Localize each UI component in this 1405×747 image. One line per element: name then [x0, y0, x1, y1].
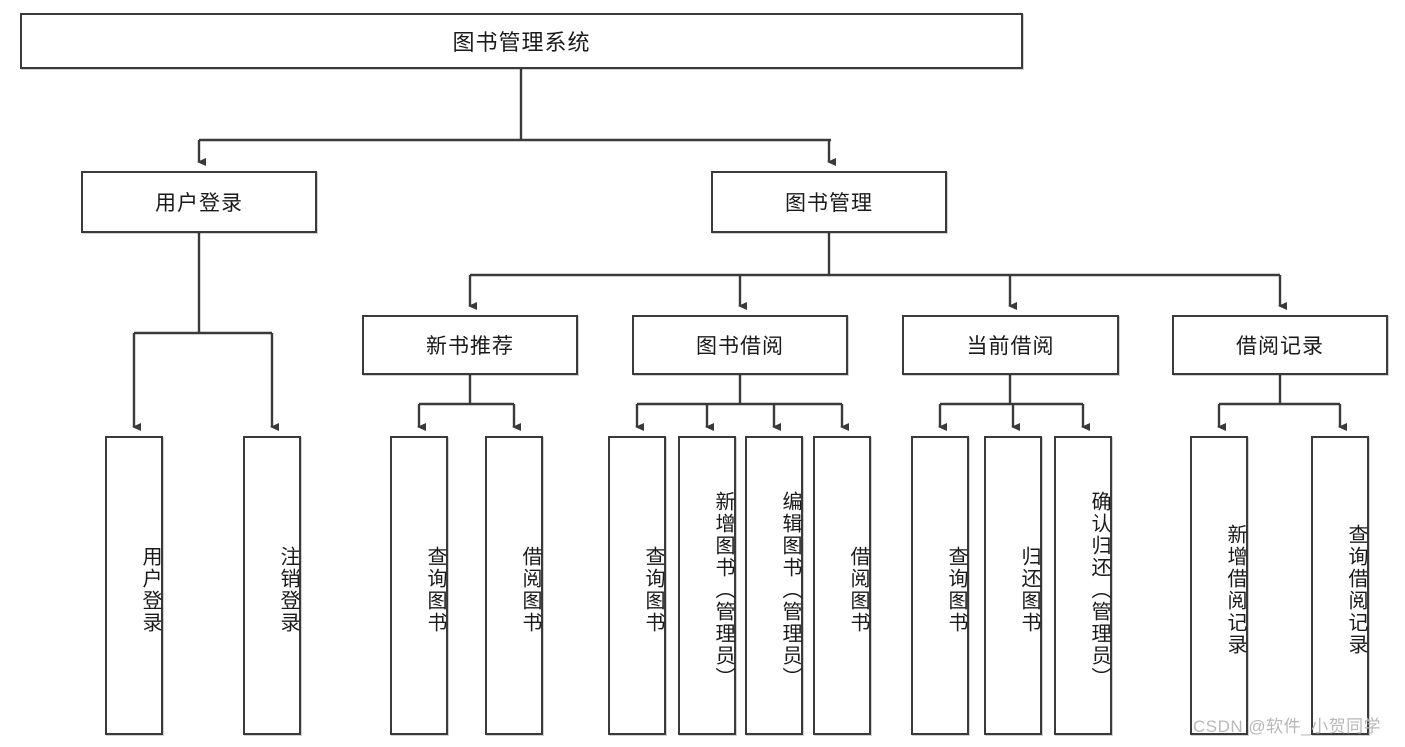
leaf-confirm-return[interactable]: 确认归还（管理员） — [1054, 436, 1112, 735]
node-label: 用户登录 — [155, 192, 243, 215]
leaf-query-book-3[interactable]: 查询图书 — [911, 436, 969, 735]
node-label: 查询借阅记录 — [1345, 523, 1367, 656]
leaf-logout[interactable]: 注销登录 — [243, 436, 301, 735]
node-label: 图书管理 — [785, 192, 873, 215]
leaf-add-book[interactable]: 新增图书（管理员） — [678, 436, 736, 735]
csdn-watermark: CSDN @软件_小贺同学 — [1193, 717, 1382, 736]
node-label: 查询图书 — [642, 545, 664, 634]
node-label: 编辑图书（管理员） — [779, 490, 801, 689]
node-label: 用户登录 — [139, 545, 161, 634]
node-label: 查询图书 — [424, 545, 446, 634]
node-label: 借阅记录 — [1236, 335, 1324, 358]
edges-borrow-record — [1217, 375, 1347, 431]
leaf-borrow-book-2[interactable]: 借阅图书 — [813, 436, 871, 735]
node-label: 图书管理系统 — [452, 30, 591, 55]
node-book-manage[interactable]: 图书管理 — [711, 171, 947, 233]
node-book-borrow[interactable]: 图书借阅 — [632, 315, 848, 375]
edges-new-book-recommend — [417, 375, 521, 431]
leaf-user-login[interactable]: 用户登录 — [105, 436, 163, 735]
leaf-query-book-2[interactable]: 查询图书 — [608, 436, 666, 735]
node-label: 新书推荐 — [426, 335, 514, 358]
node-current-borrow[interactable]: 当前借阅 — [902, 315, 1119, 375]
node-label: 新增借阅记录 — [1224, 523, 1246, 656]
edges-current-borrow — [938, 375, 1090, 431]
node-label: 当前借阅 — [966, 335, 1055, 358]
node-label: 注销登录 — [277, 545, 299, 634]
node-label: 归还图书 — [1018, 545, 1040, 634]
leaf-add-record[interactable]: 新增借阅记录 — [1190, 436, 1248, 735]
leaf-query-record[interactable]: 查询借阅记录 — [1311, 436, 1369, 735]
edges-root — [197, 69, 836, 166]
node-label: 新增图书（管理员） — [712, 490, 734, 689]
edges-user-login — [132, 233, 279, 431]
node-user-login[interactable]: 用户登录 — [81, 171, 317, 233]
leaf-query-book-1[interactable]: 查询图书 — [390, 436, 448, 735]
leaf-return-book[interactable]: 归还图书 — [984, 436, 1042, 735]
node-borrow-record[interactable]: 借阅记录 — [1172, 315, 1388, 375]
edges-book-borrow — [635, 375, 849, 431]
node-label: 借阅图书 — [847, 545, 869, 634]
node-label: 图书借阅 — [696, 335, 784, 358]
node-new-book-recommend[interactable]: 新书推荐 — [362, 315, 578, 375]
node-label: 借阅图书 — [519, 545, 541, 634]
leaf-edit-book[interactable]: 编辑图书（管理员） — [745, 436, 803, 735]
node-label: 查询图书 — [945, 545, 967, 634]
node-root[interactable]: 图书管理系统 — [20, 13, 1023, 69]
node-label: 确认归还（管理员） — [1088, 490, 1110, 689]
leaf-borrow-book-1[interactable]: 借阅图书 — [485, 436, 543, 735]
edges-book-manage — [468, 233, 1287, 310]
